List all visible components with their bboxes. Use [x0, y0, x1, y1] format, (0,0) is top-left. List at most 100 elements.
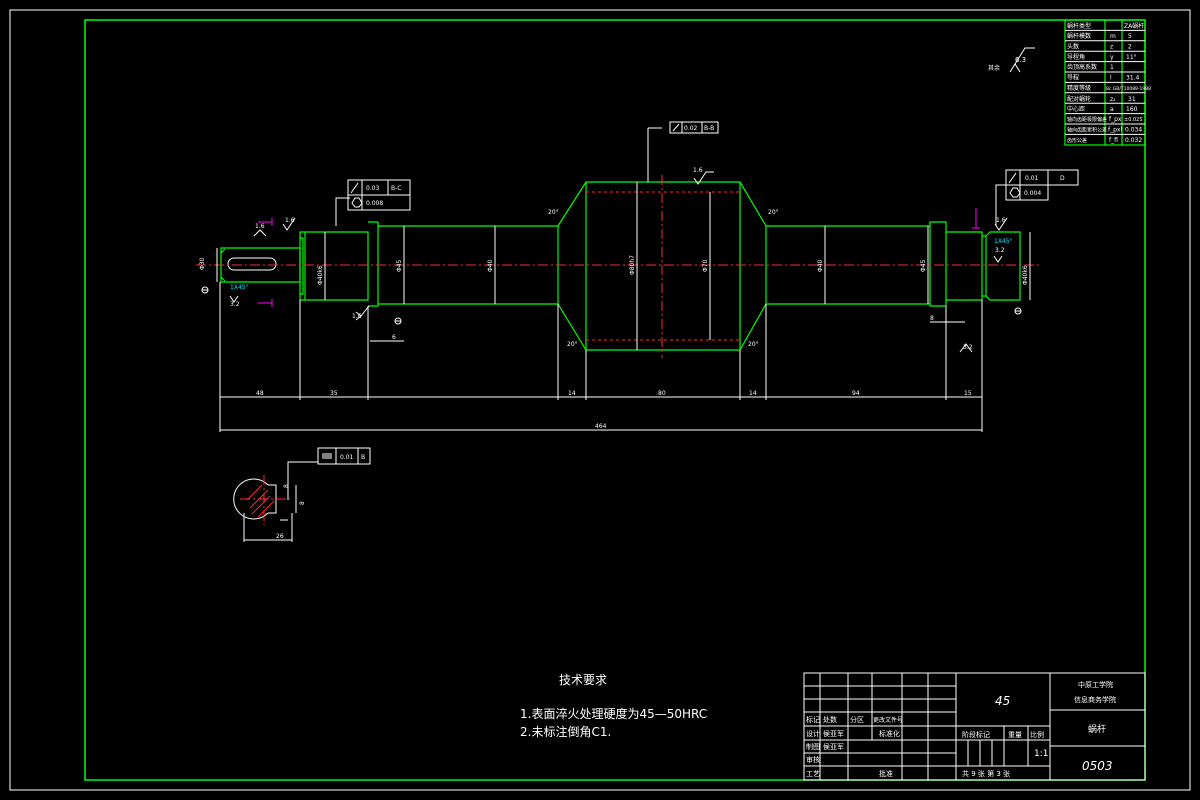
param-val-6: 8c GB/T10089-1988 — [1106, 86, 1151, 92]
tb-zone: 分区 — [850, 715, 864, 724]
tb-change-doc: 更改文件号 — [873, 716, 903, 724]
roughness-other-value: 6.3 — [1015, 56, 1026, 64]
tb-mark: 标记 — [806, 715, 820, 724]
tb-standardize: 标准化 — [879, 729, 900, 738]
roughness-other-note: 其余 — [988, 64, 1000, 72]
worm-angles: 20° 20° 20° 20° — [548, 209, 779, 348]
param-val-8: 160 — [1126, 106, 1138, 113]
key-total-text: 26 — [276, 533, 284, 540]
tol-left-cyl: 0.008 — [366, 200, 383, 207]
param-label-7: 配对蜗轮 — [1067, 95, 1091, 103]
angle-ul-text: 20° — [548, 209, 559, 216]
param-sym-9: f_px — [1109, 116, 1122, 123]
tol-left: 0.03 B-C 0.008 — [335, 179, 411, 226]
param-label-8: 中心距 — [1067, 105, 1085, 113]
tb-school1: 中原工学院 — [1078, 680, 1113, 689]
tb-process: 工艺 — [806, 770, 820, 778]
angle-ll-text: 20° — [567, 341, 578, 348]
roughness-symbols: 1.6 1.6 1.6 1.6 3.2 3.2 3.2 1.6 — [229, 167, 1008, 353]
param-val-3: 11° — [1126, 54, 1137, 61]
datum-markers — [201, 208, 1022, 325]
param-label-0: 蜗杆类型 — [1067, 22, 1091, 30]
tech-req-title: 技术要求 — [559, 673, 607, 687]
param-val-11: 0.032 — [1125, 137, 1142, 144]
roughness-r3: 1.6 — [996, 217, 1006, 224]
tol-right-value: 0.01 — [1025, 175, 1039, 182]
param-sym-5: l — [1110, 75, 1112, 82]
tb-sheets: 共 9 张 第 3 张 — [962, 769, 1010, 778]
param-sym-7: z₂ — [1110, 96, 1116, 103]
param-label-10: 轴向齿距累积公差 — [1067, 127, 1107, 134]
chamfer-left: 1X45° — [230, 284, 249, 291]
roughness-r8: 1.6 — [255, 223, 265, 230]
param-val-10: 0.034 — [1125, 127, 1142, 134]
dim-80: 80 — [658, 390, 666, 397]
key-width-text: 8 — [299, 501, 306, 505]
tb-scale-value: 1:1 — [1034, 749, 1048, 759]
tol-top-value: 0.02 — [684, 125, 698, 132]
dim-15: 15 — [964, 390, 972, 397]
param-val-4: 1 — [1110, 64, 1114, 71]
tb-stage-mark: 阶段标记 — [962, 730, 990, 739]
dim-35: 35 — [330, 390, 338, 397]
angle-ur-text: 20° — [768, 209, 779, 216]
tb-weight: 重量 — [1008, 731, 1022, 739]
roughness-r6: 3.2 — [230, 301, 240, 308]
dia-right-shaft-text: Φ40 — [817, 259, 824, 272]
tb-part-name: 蜗杆 — [1088, 723, 1106, 735]
chamfer-right: 1X45° — [994, 238, 1013, 245]
tol-left-value: 0.03 — [366, 185, 380, 192]
dia-end-text: Φ30 — [199, 257, 206, 270]
keyway-slot — [227, 257, 277, 271]
dia-right-brg-text: Φ40k6 — [1022, 265, 1029, 285]
tol-key-value: 0.01 — [340, 454, 354, 461]
roughness-other: 6.3 其余 — [988, 47, 1035, 73]
param-sym-1: m — [1110, 33, 1116, 40]
param-label-11: 齿形公差 — [1067, 137, 1087, 144]
tol-right: 0.01 D 0.004 — [995, 169, 1079, 226]
tb-designer: 侯亚军 — [823, 729, 844, 738]
tol-key-datum: B — [361, 454, 365, 461]
key-depth-text: 8 — [283, 484, 290, 488]
tb-school2: 信息商务学院 — [1074, 695, 1116, 704]
param-label-6: 精度等级 — [1067, 84, 1091, 92]
param-val-2: 2 — [1128, 44, 1132, 51]
dim-gap-right: 8 — [930, 315, 934, 322]
tb-scale: 比例 — [1030, 730, 1044, 739]
param-val-7: 31 — [1128, 96, 1136, 103]
length-dims: 48 35 14 80 14 94 15 464 6 8 — [219, 282, 983, 432]
param-val-1: 5 — [1128, 33, 1132, 40]
roughness-r7: 3.2 — [995, 247, 1005, 254]
dim-gap-left: 6 — [392, 334, 396, 341]
param-label-5: 导程 — [1067, 74, 1079, 82]
param-sym-11: f_fl — [1109, 137, 1118, 144]
keyway-section: 0.01 B 8 8 26 — [233, 447, 371, 542]
param-label-3: 导程角 — [1067, 53, 1085, 61]
dia-right-collar-text: Φ45 — [920, 259, 927, 272]
param-sym-2: z — [1110, 44, 1113, 51]
tb-drawer: 侯亚军 — [823, 742, 844, 751]
tol-right-datum: D — [1060, 175, 1065, 182]
roughness-r4: 1.6 — [352, 313, 362, 320]
param-label-9: 轴向齿距极限偏差 — [1067, 116, 1107, 123]
param-label-1: 蜗杆模数 — [1067, 32, 1091, 40]
dia-left-brg-text: Φ40k6 — [317, 265, 324, 285]
param-sym-8: a — [1110, 106, 1114, 113]
dim-14a: 14 — [568, 390, 576, 397]
dia-left-shaft-text: Φ40 — [487, 259, 494, 272]
tol-left-datum: B-C — [391, 185, 401, 192]
angle-lr-text: 20° — [748, 341, 759, 348]
dim-14b: 14 — [749, 390, 757, 397]
worm-hidden-lines — [586, 175, 740, 358]
dia-collar-text: Φ45 — [396, 259, 403, 272]
tech-req-item2: 2.未标注倒角C1. — [520, 724, 611, 739]
tech-req-item1: 1.表面淬火处理硬度为45—50HRC — [520, 706, 707, 721]
dia-root-text: Φ70 — [702, 259, 709, 272]
tb-approve: 批准 — [879, 769, 893, 778]
shaft-outline — [220, 181, 1021, 351]
tb-material: 45 — [995, 694, 1010, 708]
roughness-r1: 1.6 — [693, 167, 703, 174]
param-table: 蜗杆类型 ZA蜗杆 蜗杆模数 m 5 头数 z 2 导程角 γ 11° 齿顶高系… — [1064, 19, 1151, 146]
param-sym-3: γ — [1110, 54, 1114, 61]
